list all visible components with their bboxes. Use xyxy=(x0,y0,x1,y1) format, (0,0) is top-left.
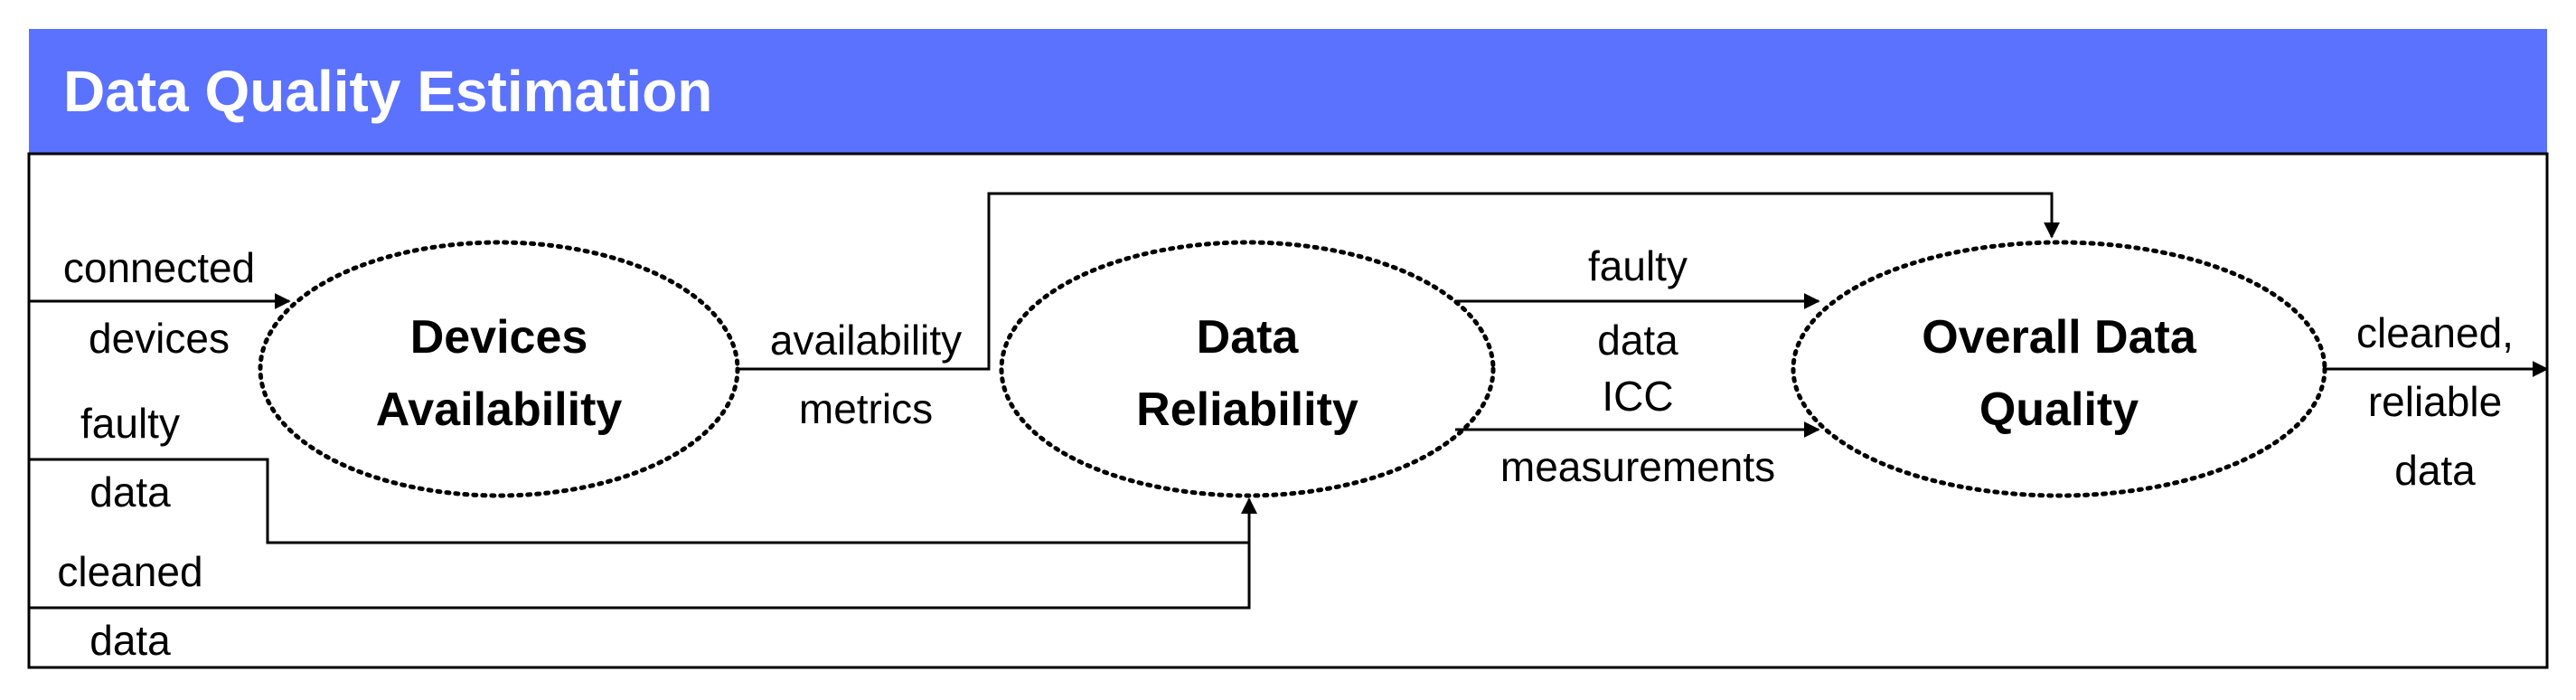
cleaned-data-in-line1: cleaned xyxy=(57,548,202,595)
faulty-data-arrow xyxy=(29,458,1257,544)
faulty-data-out-line2: data xyxy=(1597,317,1678,364)
output-line1: cleaned, xyxy=(2356,309,2514,356)
cleaned-data-arrow xyxy=(29,497,1257,610)
diagram-frame xyxy=(27,152,2549,669)
output-line3: data xyxy=(2394,447,2476,494)
overall-data-quality-line1: Overall Data xyxy=(1922,311,2197,364)
overall-data-quality-line2: Quality xyxy=(1979,383,2139,436)
output-line2: reliable xyxy=(2368,378,2502,425)
diagram-header: Data Quality Estimation xyxy=(29,29,2547,154)
diagram-title: Data Quality Estimation xyxy=(63,59,713,124)
connected-devices-line2: devices xyxy=(89,315,230,362)
data-reliability-line2: Reliability xyxy=(1136,383,1359,436)
faulty-data-in-line2: data xyxy=(89,468,171,516)
faulty-data-in-line1: faulty xyxy=(80,400,180,447)
availability-metrics-arrow xyxy=(738,192,2060,371)
devices-availability-line1: Devices xyxy=(410,311,588,364)
devices-availability-line2: Availability xyxy=(376,383,623,436)
icc-measurements-line2: measurements xyxy=(1500,443,1775,490)
data-reliability-line1: Data xyxy=(1197,311,1300,364)
cleaned-data-in-line2: data xyxy=(89,617,171,664)
availability-metrics-line2: metrics xyxy=(799,385,933,432)
overall-data-quality-node xyxy=(1791,240,2327,498)
icc-measurements-line1: ICC xyxy=(1602,373,1673,420)
devices-availability-node xyxy=(258,240,740,498)
faulty-data-out-line1: faulty xyxy=(1588,242,1688,289)
data-reliability-node xyxy=(999,240,1496,498)
connected-devices-line1: connected xyxy=(63,244,255,291)
availability-metrics-line1: availability xyxy=(770,317,962,364)
